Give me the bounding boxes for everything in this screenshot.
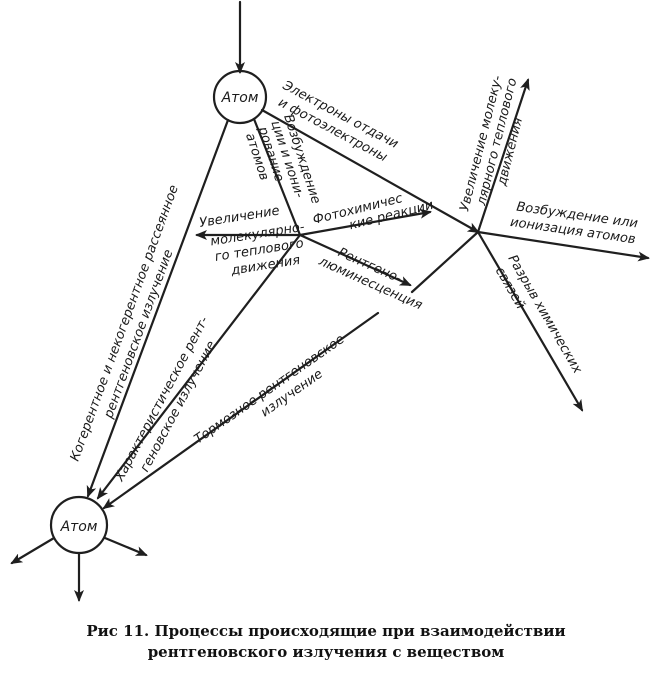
coherent-scatter-label: Когерентное и некогерентное рассеянное р…	[68, 183, 182, 463]
coherent-scatter-line	[86, 118, 230, 498]
characteristic-line	[96, 233, 302, 500]
photochem-label: Фотохимичес кие реакции	[311, 191, 435, 233]
top-atom-label: Атом	[221, 90, 259, 106]
bottom-atom-arrow-left	[10, 536, 56, 565]
characteristic-line-1: Характеристическое рент-	[112, 314, 212, 485]
photochem-line	[298, 208, 432, 237]
bottom-atom-arrow-right	[103, 536, 148, 557]
bottom-atom-label: Атом	[60, 519, 98, 535]
bond-break-label: Разрыв химических связей	[492, 253, 585, 377]
right-hub-left-stub	[410, 230, 480, 294]
bond-break-line-1: Разрыв химических	[505, 253, 585, 377]
increase-molecular-label: Увеличение молекулярно- го теплового дви…	[198, 203, 306, 278]
excitation-right-arrow	[476, 230, 650, 262]
bottom-atom-node: Атом	[49, 495, 109, 555]
excitation-line	[252, 117, 302, 237]
caption-line-2: рентгеновского излучения с веществом	[147, 643, 505, 661]
bremsstrahlung-line	[102, 311, 380, 510]
figure-caption: Рис 11. Процессы происходящие при взаимо…	[0, 621, 652, 663]
roentgenolum-line	[298, 233, 412, 287]
caption-line-1: Рис 11. Процессы происходящие при взаимо…	[86, 622, 566, 640]
top-atom-node: Атом	[212, 69, 268, 125]
increase-molecular-right-arrow	[476, 78, 530, 234]
bond-break-arrow	[476, 230, 584, 412]
electrons-line	[260, 108, 480, 234]
excitation-label: Возбуждение ции и иони- рование атомов	[242, 113, 323, 206]
